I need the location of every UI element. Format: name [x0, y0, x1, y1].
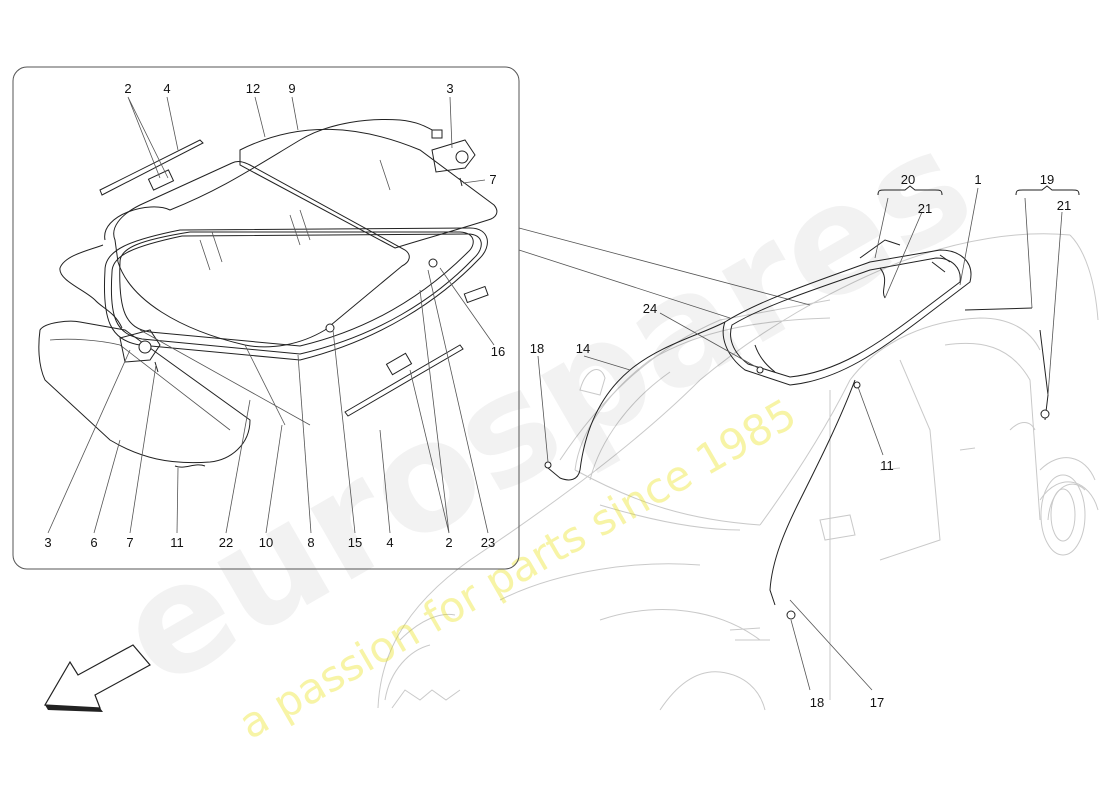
callout-15: 15: [348, 535, 362, 550]
callout-1: 1: [974, 172, 981, 187]
callout-23: 23: [481, 535, 495, 550]
car-leader-lines: [537, 187, 1063, 691]
group-bracket-20: [877, 185, 943, 196]
callout-16: 16: [491, 344, 505, 359]
watermark-brand: eurospares: [91, 96, 999, 721]
callout-3-upper: 3: [446, 81, 453, 96]
callout-14: 14: [576, 341, 590, 356]
watermark: eurospares a passion for parts since 198…: [91, 96, 999, 748]
callout-4-upper: 4: [163, 81, 170, 96]
callout-11-detail: 11: [170, 535, 184, 550]
sunroof-exploded-view: [38, 119, 498, 468]
detail-inset-frame: [12, 66, 520, 570]
group-bracket-19: [1015, 185, 1080, 196]
callout-3-lower: 3: [44, 535, 51, 550]
callout-4-lower: 4: [386, 535, 393, 550]
callout-2-lower: 2: [445, 535, 452, 550]
callouts-detail: 2 4 12 9 3 7 16 3 6 7 11 22 10 8 15 4 2 …: [44, 81, 505, 550]
callout-12: 12: [246, 81, 260, 96]
callout-6: 6: [90, 535, 97, 550]
callout-11-car: 11: [880, 458, 894, 473]
direction-arrow-icon: [43, 644, 151, 712]
inset-leader-lines-detail: [47, 96, 495, 534]
callout-18-lower: 18: [810, 695, 824, 710]
callout-22: 22: [219, 535, 233, 550]
callout-7-lower: 7: [126, 535, 133, 550]
callout-24: 24: [643, 301, 657, 316]
callout-7-upper: 7: [489, 172, 496, 187]
callout-10: 10: [259, 535, 273, 550]
callout-18-left: 18: [530, 341, 544, 356]
callout-19: 19: [1040, 172, 1054, 187]
callouts-car: 20 1 19 21 21 24 18 14 11 18 17: [530, 172, 1071, 710]
callout-20: 20: [901, 172, 915, 187]
roof-assembly-on-car: [544, 239, 1050, 620]
callout-17: 17: [870, 695, 884, 710]
inset-leader-lines: [518, 227, 811, 319]
car-outline: [377, 233, 1099, 711]
callout-2-upper: 2: [124, 81, 131, 96]
callout-21-right: 21: [1057, 198, 1071, 213]
callout-8: 8: [307, 535, 314, 550]
callout-21-left: 21: [918, 201, 932, 216]
callout-9: 9: [288, 81, 295, 96]
